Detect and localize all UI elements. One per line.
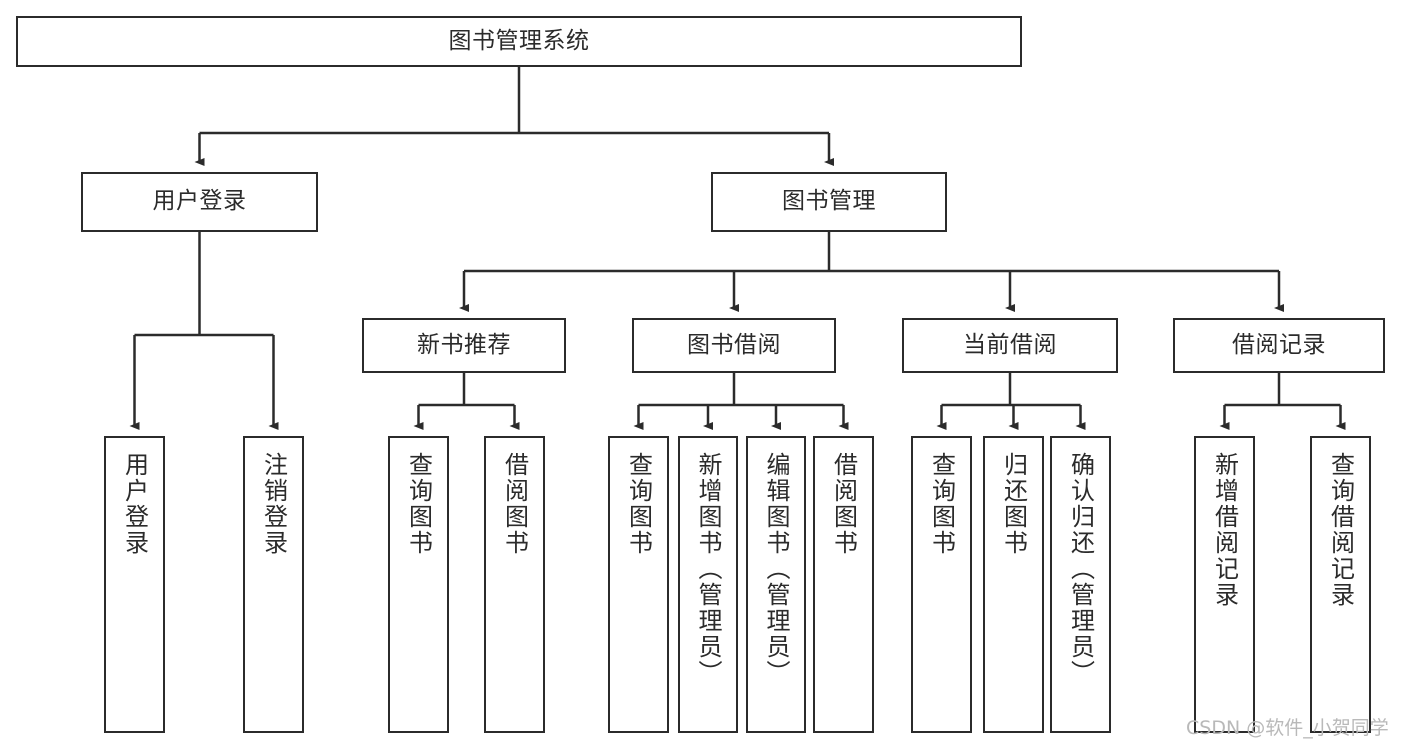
node-leaf-add-record: 新增借阅记录: [1194, 436, 1255, 733]
node-leaf-query-record: 查询借阅记录: [1310, 436, 1371, 733]
node-label: 借阅记录: [1232, 331, 1326, 358]
node-leaf-return-book: 归还图书: [983, 436, 1044, 733]
node-leaf-query-book-3: 查询图书: [911, 436, 972, 733]
node-leaf-logout: 注销登录: [243, 436, 304, 733]
node-book-manage: 图书管理: [711, 172, 947, 232]
node-label: 注销登录: [259, 452, 288, 556]
node-label: 图书管理系统: [448, 27, 590, 54]
node-leaf-borrow-book-2: 借阅图书: [813, 436, 874, 733]
node-leaf-query-book-2: 查询图书: [608, 436, 669, 733]
node-label: 查询图书: [404, 452, 433, 556]
node-book-borrow: 图书借阅: [632, 318, 836, 373]
node-label: 用户登录: [120, 452, 149, 556]
node-label: 查询图书: [927, 452, 956, 556]
node-label: 用户登录: [152, 188, 247, 215]
node-borrow-record: 借阅记录: [1173, 318, 1385, 373]
node-leaf-borrow-book-1: 借阅图书: [484, 436, 545, 733]
node-current-borrow: 当前借阅: [902, 318, 1118, 373]
node-label: 编辑图书（管理员）: [762, 452, 790, 686]
node-user-login: 用户登录: [81, 172, 318, 232]
node-root: 图书管理系统: [16, 16, 1022, 67]
node-label: 新书推荐: [417, 331, 511, 358]
node-label: 新增图书（管理员）: [694, 452, 722, 686]
node-leaf-confirm-return: 确认归还（管理员）: [1050, 436, 1111, 733]
node-label: 借阅图书: [500, 452, 529, 556]
node-label: 查询图书: [624, 452, 653, 556]
node-label: 图书管理: [782, 188, 876, 215]
node-leaf-query-book-1: 查询图书: [388, 436, 449, 733]
node-label: 确认归还（管理员）: [1066, 452, 1095, 686]
node-label: 归还图书: [999, 452, 1028, 556]
node-label: 新增借阅记录: [1210, 452, 1239, 608]
node-new-book-rec: 新书推荐: [362, 318, 566, 373]
node-label: 借阅图书: [829, 452, 858, 556]
node-leaf-user-login: 用户登录: [104, 436, 165, 733]
csdn-watermark: CSDN @软件_小贺同学: [1186, 717, 1389, 739]
node-leaf-edit-book: 编辑图书（管理员）: [746, 436, 806, 733]
node-leaf-add-book: 新增图书（管理员）: [678, 436, 738, 733]
node-label: 图书借阅: [687, 331, 781, 358]
node-label: 当前借阅: [963, 331, 1057, 358]
node-label: 查询借阅记录: [1326, 452, 1355, 608]
